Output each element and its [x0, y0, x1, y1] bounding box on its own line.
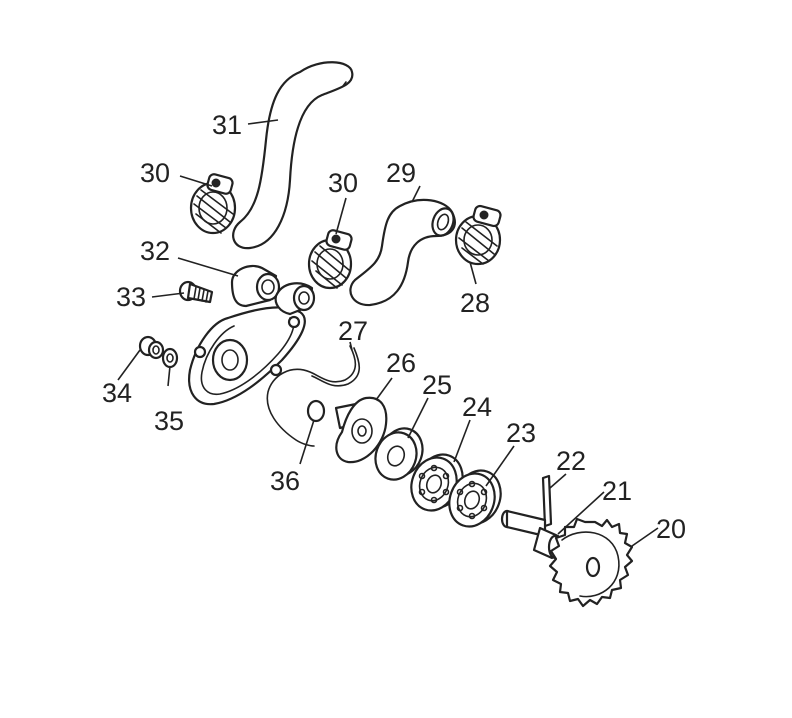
callout-23: 23 [506, 418, 536, 448]
part-26-impeller [334, 396, 388, 464]
callout-30-left: 30 [140, 158, 170, 188]
part-22-pin [541, 474, 553, 528]
callout-34: 34 [102, 378, 132, 408]
part-30-clamp-left [189, 173, 237, 235]
callout-24: 24 [462, 392, 492, 422]
callout-36: 36 [270, 466, 300, 496]
callout-26: 26 [386, 348, 416, 378]
part-20-gear [548, 517, 634, 608]
part-27-gasket [266, 345, 361, 447]
part-31-hose [232, 61, 354, 250]
callout-29: 29 [386, 158, 416, 188]
part-30-clamp-middle [307, 229, 353, 290]
part-23-bearing [448, 469, 502, 528]
part-35-washer [161, 347, 179, 369]
callout-22: 22 [556, 446, 586, 476]
part-28-clamp [454, 204, 502, 266]
part-29-hose [349, 198, 456, 307]
part-33-bolt [178, 280, 214, 304]
part-34-drain-bolt [138, 335, 165, 360]
part-32-pump-cover [188, 264, 316, 406]
part-36-o-ring [306, 399, 326, 423]
callout-32: 32 [140, 236, 170, 266]
callout-21: 21 [602, 476, 632, 506]
part-25-seal [374, 427, 424, 481]
callout-31: 31 [212, 110, 242, 140]
callout-28: 28 [460, 288, 490, 318]
callout-20: 20 [656, 514, 686, 544]
callout-27: 27 [338, 316, 368, 346]
callout-30-middle: 30 [328, 168, 358, 198]
callout-labels: 31 30 30 29 28 32 33 34 35 27 36 26 25 2… [102, 110, 686, 544]
leader-lines [117, 119, 659, 547]
callout-33: 33 [116, 282, 146, 312]
callout-25: 25 [422, 370, 452, 400]
callout-35: 35 [154, 406, 184, 436]
